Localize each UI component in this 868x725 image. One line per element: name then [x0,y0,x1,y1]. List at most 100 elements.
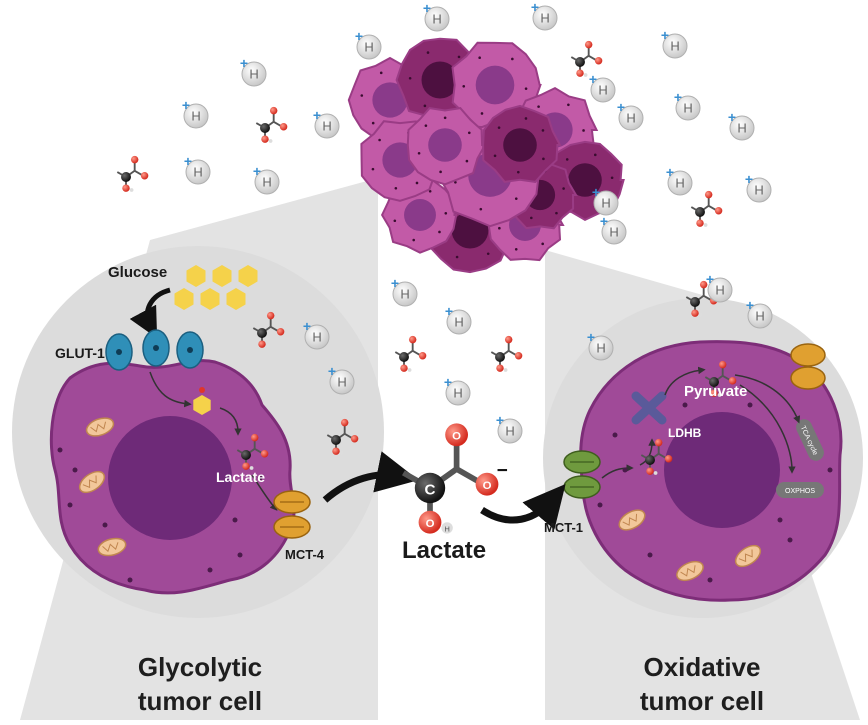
cytoplasm-granule [232,517,238,523]
proton: H+ [253,163,280,195]
positive-charge-symbol: + [303,318,311,334]
oxygen-atom [261,135,269,143]
carbon-atom [709,377,719,387]
oxygen-atom [269,106,278,115]
lactate-molecule [490,335,523,372]
oxygen-atom [418,510,442,534]
tumor-granule [462,85,466,88]
oxygen-atom [266,311,275,320]
cytoplasm-granule [787,537,793,543]
glut1-pore [187,347,193,353]
tumor-granule [443,116,447,120]
tumor-granule [486,252,490,256]
proton-symbol: H [683,101,692,116]
proton-symbol: H [364,40,373,55]
ldhb-to-pyruvate-arrow [664,366,706,396]
mitochondrion [97,537,127,557]
mct-transporter [790,366,826,390]
hydrogen-atom [717,393,722,397]
proton-sphere [185,159,211,185]
glycolytic-caption-line1: Glycolytic [137,652,263,682]
proton: H+ [674,89,701,121]
cytoplasm-granule [57,447,63,453]
tumor-granule [379,71,383,75]
tumor-granule [423,104,427,108]
carbon-atom [695,207,705,217]
mct1-label: MCT-1 [544,520,583,535]
glut1-pore [153,345,159,351]
proton: H+ [600,213,627,245]
tumor-granule [394,186,398,190]
glucose-hexagon [186,265,206,287]
tumor-granule [478,56,481,60]
cytoplasm-granule [597,502,603,508]
proton-symbol: H [432,12,441,27]
tumor-granule [610,176,614,180]
mitochondrion [85,417,115,437]
tumor-granule [537,105,540,108]
oxygen-atom [130,155,139,164]
proton-sphere [497,418,523,444]
proton-sphere [445,380,471,406]
proton-symbol: H [596,341,605,356]
lactate-inner-label: Lactate [216,469,266,485]
oxygen-atom [445,423,468,447]
proton: H+ [184,153,211,185]
proton-sphere [618,105,644,131]
positive-charge-symbol: + [496,412,504,428]
proton: H+ [589,71,616,103]
proton: H+ [496,412,523,444]
tumor-granule [498,226,501,230]
tumor-cell-nucleus [372,82,408,118]
mitochondrion [734,544,762,568]
tumor-granule [514,197,518,200]
carbon-atom [260,123,270,133]
mitochondrion-cristae [680,565,696,577]
oxphos-pill: OXPHOS [776,482,824,498]
proton: H+ [745,171,772,203]
proton: H+ [531,0,558,31]
hydrogen-atom [583,73,588,77]
lactate-export-arrow [251,474,278,511]
cytoplasm-granule [207,567,213,573]
hydrogen-atom [407,368,412,372]
lactate-export-big-arrow [322,451,419,503]
proton-sphere [662,33,688,59]
proton: H+ [617,99,644,131]
proton-symbol: H [400,287,409,302]
oxygen-atom [250,433,259,442]
tumor-granule [565,158,569,161]
tumor-granule [555,211,558,215]
oxygen-atom [496,364,504,372]
glucose-label: Glucose [108,264,168,281]
mitochondrion-membrane [618,509,646,531]
positive-charge-symbol: + [587,329,595,345]
tumor-granule [562,187,565,190]
pyruvate-to-oxphos-arrow [739,384,796,474]
proton-sphere [183,103,209,129]
tumor-granule [371,121,375,125]
glucose-hexagon [200,288,220,310]
proton-sphere [590,77,616,103]
lactate-molecule [394,335,427,372]
tumor-granule [567,103,570,107]
positive-charge-symbol: + [391,275,399,291]
proton-sphere [254,169,280,195]
mitochondrion-membrane [97,537,127,557]
oxygen-symbol: O [452,431,461,443]
lactate-molecule [252,311,285,348]
cytoplasm-granule [647,552,653,558]
tumor-granule [479,207,483,211]
cytoplasm-granule [612,432,618,438]
carbon-atom [495,352,505,362]
positive-charge-symbol: + [661,27,669,43]
oxygen-atom [699,280,708,289]
proton: H+ [592,184,619,216]
tumor-granule [467,131,471,135]
tumor-granule [465,159,469,163]
glucose-uptake-arrow [129,287,171,339]
